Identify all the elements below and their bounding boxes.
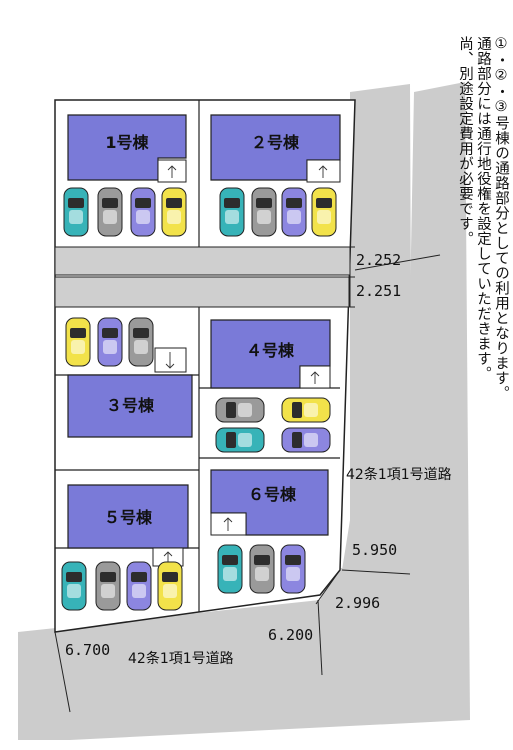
house-5 — [67, 484, 189, 549]
car-icon — [157, 561, 183, 611]
car-icon — [217, 544, 243, 594]
car-icon — [97, 187, 123, 237]
car-icon — [63, 187, 89, 237]
passage-strip-2 — [54, 276, 350, 308]
south-road-label: 42条1項1号道路 — [128, 650, 234, 667]
car-icon — [281, 427, 331, 453]
car-icon — [249, 544, 275, 594]
entrance-arrows — [163, 165, 328, 564]
car-icon — [65, 317, 91, 367]
car-icon — [97, 317, 123, 367]
parked-cars — [61, 187, 337, 611]
note-line-1: ①・②・③号棟の通路部分としての利用となります。 — [493, 36, 509, 401]
car-icon — [281, 397, 331, 423]
dimension-2251: 2.251 — [356, 282, 401, 300]
car-icon — [161, 187, 187, 237]
dimension-6700: 6.700 — [65, 641, 110, 659]
car-icon — [311, 187, 337, 237]
house-label-3: ３号棟 — [106, 396, 155, 415]
easement-note: ①・②・③号棟の通路部分としての利用となります。 通路部分には通行地役権を設定し… — [418, 36, 510, 456]
house-label-2: ２号棟 — [251, 133, 300, 152]
car-icon — [215, 397, 265, 423]
house-label-6: ６号棟 — [248, 485, 297, 504]
car-icon — [215, 427, 265, 453]
house-1 — [67, 114, 187, 181]
car-icon — [280, 544, 306, 594]
dimension-2996: 2.996 — [335, 594, 380, 612]
house-label-4: ４号棟 — [246, 341, 295, 360]
east-road — [342, 84, 412, 570]
car-icon — [128, 317, 154, 367]
car-icon — [219, 187, 245, 237]
note-line-3: 尚、別途設定費用が必要です。 — [457, 36, 473, 246]
car-icon — [95, 561, 121, 611]
passage-strip-1 — [54, 246, 351, 276]
south-road — [18, 82, 470, 740]
dimension-5950: 5.950 — [352, 541, 397, 559]
car-icon — [281, 187, 307, 237]
house-label-5: ５号棟 — [104, 508, 153, 527]
east-road-label: 42条1項1号道路 — [346, 466, 452, 483]
car-icon — [126, 561, 152, 611]
dimension-2252: 2.252 — [356, 251, 401, 269]
car-icon — [61, 561, 87, 611]
house-label-1: 1号棟 — [105, 133, 149, 152]
car-icon — [130, 187, 156, 237]
dimension-6200: 6.200 — [268, 626, 313, 644]
note-line-2: 通路部分には通行地役権を設定していただきます。 — [475, 36, 491, 381]
car-icon — [251, 187, 277, 237]
dimension-lines — [54, 246, 441, 713]
house-3 — [67, 374, 193, 438]
